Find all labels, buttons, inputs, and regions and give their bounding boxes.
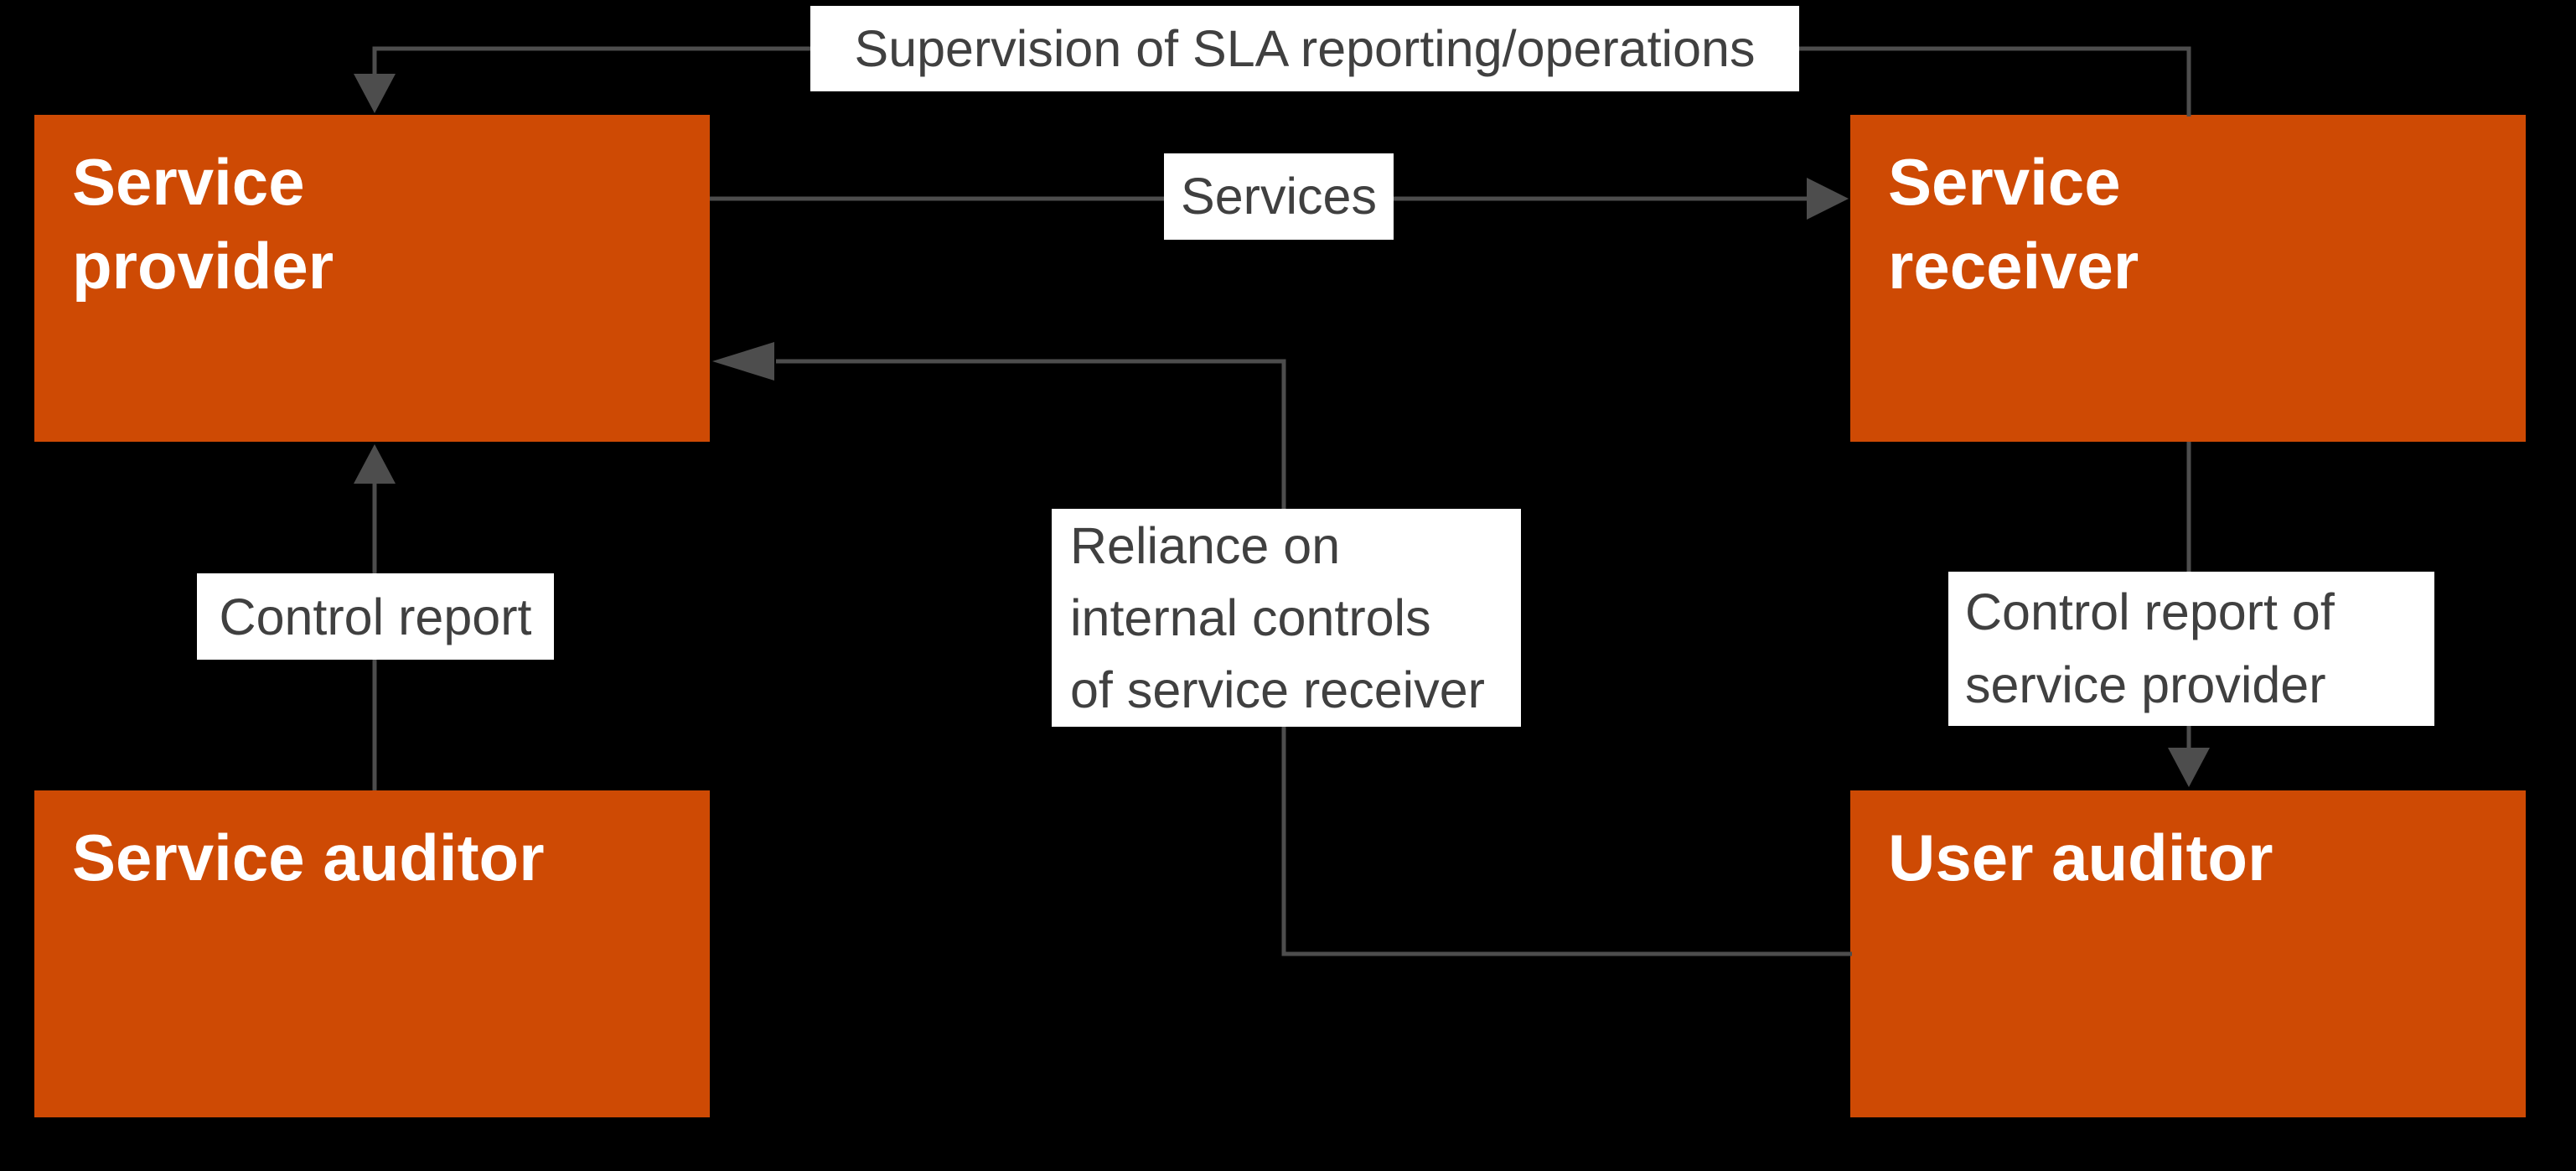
services-label: Services (1164, 153, 1394, 240)
node-service-provider: Service provider (34, 115, 710, 442)
node-service-receiver: Service receiver (1850, 115, 2526, 442)
node-service-provider-title: Service provider (72, 145, 334, 303)
control-report-label: Control report (197, 573, 554, 660)
node-service-receiver-title: Service receiver (1888, 145, 2139, 303)
reliance-label: Reliance on internal controls of service… (1052, 509, 1521, 727)
node-user-auditor: User auditor (1850, 790, 2526, 1117)
node-service-auditor: Service auditor (34, 790, 710, 1117)
supervision-label: Supervision of SLA reporting/operations (810, 6, 1799, 91)
control-report-of-provider-label: Control report of service provider (1948, 572, 2434, 726)
node-service-auditor-title: Service auditor (72, 821, 545, 894)
node-user-auditor-title: User auditor (1888, 821, 2273, 894)
